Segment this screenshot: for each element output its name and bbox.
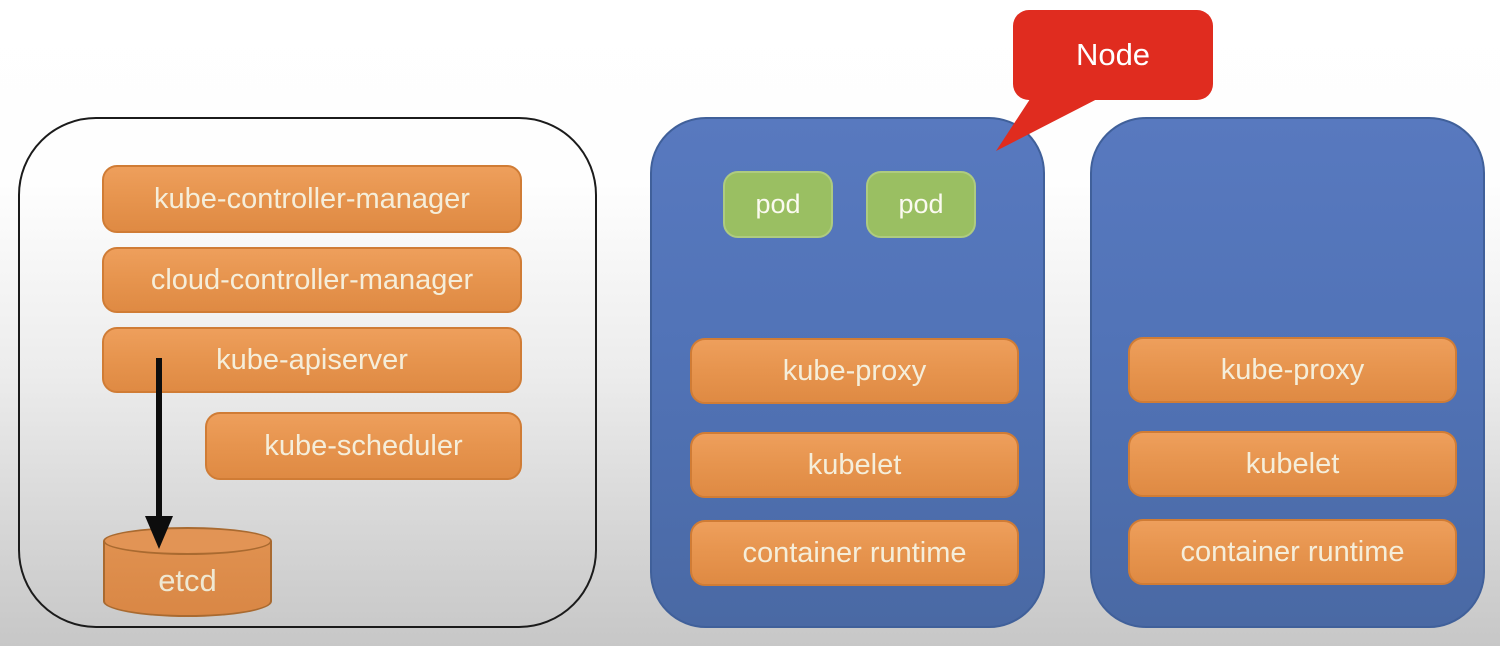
- node-callout-bubble: Node: [1013, 10, 1213, 100]
- pod-box: pod: [723, 171, 833, 238]
- component-kube-controller-manager: kube-controller-manager: [102, 165, 522, 233]
- component-kubelet: kubelet: [690, 432, 1019, 498]
- component-kube-apiserver: kube-apiserver: [102, 327, 522, 393]
- component-container-runtime: container runtime: [690, 520, 1019, 586]
- control-plane-panel: kube-controller-manager cloud-controller…: [18, 117, 597, 628]
- component-kube-proxy: kube-proxy: [690, 338, 1019, 404]
- etcd-label: etcd: [158, 563, 217, 598]
- component-kube-proxy: kube-proxy: [1128, 337, 1457, 403]
- pod-box: pod: [866, 171, 976, 238]
- worker-node-1: pod pod kube-proxy kubelet container run…: [650, 117, 1045, 628]
- component-kube-scheduler: kube-scheduler: [205, 412, 522, 480]
- component-container-runtime: container runtime: [1128, 519, 1457, 585]
- component-kubelet: kubelet: [1128, 431, 1457, 497]
- component-cloud-controller-manager: cloud-controller-manager: [102, 247, 522, 313]
- worker-node-2: kube-proxy kubelet container runtime: [1090, 117, 1485, 628]
- etcd-datastore: etcd: [103, 527, 272, 617]
- etcd-cylinder-top: [103, 527, 272, 555]
